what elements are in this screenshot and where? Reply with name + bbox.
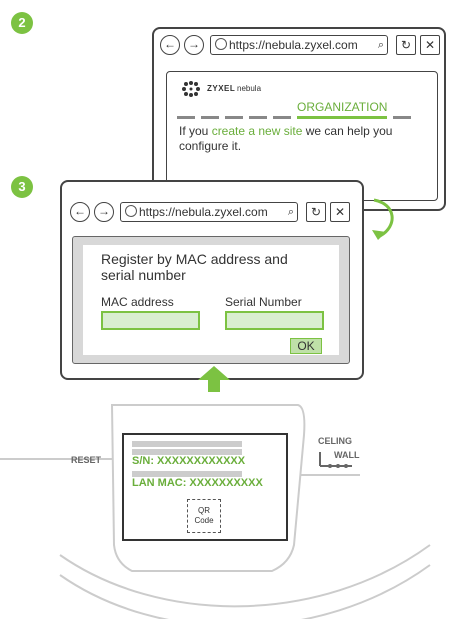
instruction-prefix: If you — [179, 124, 212, 138]
dialog-title-line2: serial number — [101, 267, 186, 283]
close-icon[interactable]: ✕ — [330, 202, 350, 222]
back-arrow-icon[interactable]: ← — [160, 35, 180, 55]
step-2-badge: 2 — [11, 12, 33, 34]
brand-sub: nebula — [237, 84, 262, 93]
instruction-line2: configure it. — [179, 139, 242, 153]
refresh-icon[interactable]: ↻ — [306, 202, 326, 222]
browser-toolbar-register: ← → https://nebula.zyxel.com ⌕ ↻ ✕ — [62, 182, 362, 222]
search-icon[interactable]: ⌕ — [377, 39, 384, 51]
reset-label: RESET — [71, 455, 102, 465]
dialog-frame: Register by MAC address and serial numbe… — [72, 236, 350, 364]
up-arrow-icon — [198, 366, 230, 392]
label-redacted-line — [132, 441, 242, 447]
ok-button[interactable]: OK — [290, 338, 322, 354]
search-icon[interactable]: ⌕ — [287, 206, 294, 218]
url-text: https://nebula.zyxel.com — [139, 205, 268, 219]
serial-number-text: S/N: XXXXXXXXXXXX — [132, 455, 246, 467]
mac-address-label: MAC address — [101, 295, 174, 309]
tab-organization[interactable]: ORGANIZATION — [297, 100, 388, 114]
device-label: S/N: XXXXXXXXXXXX LAN MAC: XXXXXXXXXX QR… — [122, 433, 288, 541]
refresh-icon[interactable]: ↻ — [396, 35, 416, 55]
back-arrow-icon[interactable]: ← — [70, 202, 90, 222]
brand-name: ZYXEL — [207, 84, 236, 93]
dialog-title: Register by MAC address and serial numbe… — [101, 251, 288, 283]
serial-number-field[interactable] — [225, 311, 324, 330]
label-redacted-line — [132, 471, 242, 477]
wall-label: WALL — [334, 450, 360, 460]
forward-arrow-icon[interactable]: → — [94, 202, 114, 222]
forward-arrow-icon[interactable]: → — [184, 35, 204, 55]
close-icon[interactable]: ✕ — [420, 35, 440, 55]
register-dialog: Register by MAC address and serial numbe… — [83, 245, 339, 355]
globe-icon — [215, 38, 227, 50]
dialog-title-line1: Register by MAC address and — [101, 251, 288, 267]
zyxel-logo-icon — [182, 81, 200, 97]
qr-code-icon: QR Code — [187, 499, 221, 533]
serial-number-label: Serial Number — [225, 295, 302, 309]
address-bar[interactable]: https://nebula.zyxel.com ⌕ — [210, 35, 388, 55]
curved-arrow-icon — [372, 198, 394, 240]
qr-label-line1: QR — [198, 506, 210, 515]
url-text: https://nebula.zyxel.com — [229, 38, 358, 52]
qr-label-line2: Code — [194, 516, 214, 525]
step-3-badge: 3 — [11, 176, 33, 198]
mac-address-field[interactable] — [101, 311, 200, 330]
address-bar[interactable]: https://nebula.zyxel.com ⌕ — [120, 202, 298, 222]
mount-switch-icon — [319, 452, 352, 468]
progress-steps — [177, 116, 427, 119]
browser-window-register: ← → https://nebula.zyxel.com ⌕ ↻ ✕ Regis… — [60, 180, 364, 380]
label-redacted-line — [132, 449, 242, 455]
globe-icon — [125, 205, 137, 217]
browser-toolbar: ← → https://nebula.zyxel.com ⌕ ↻ ✕ — [154, 29, 444, 59]
celing-label: CELING — [318, 436, 353, 446]
device-outline — [0, 404, 431, 619]
lan-mac-text: LAN MAC: XXXXXXXXXX — [132, 477, 263, 489]
instruction-text: If you create a new site we can help you… — [179, 124, 437, 154]
instruction-suffix: we can help you — [302, 124, 393, 138]
create-site-link[interactable]: create a new site — [211, 124, 303, 138]
